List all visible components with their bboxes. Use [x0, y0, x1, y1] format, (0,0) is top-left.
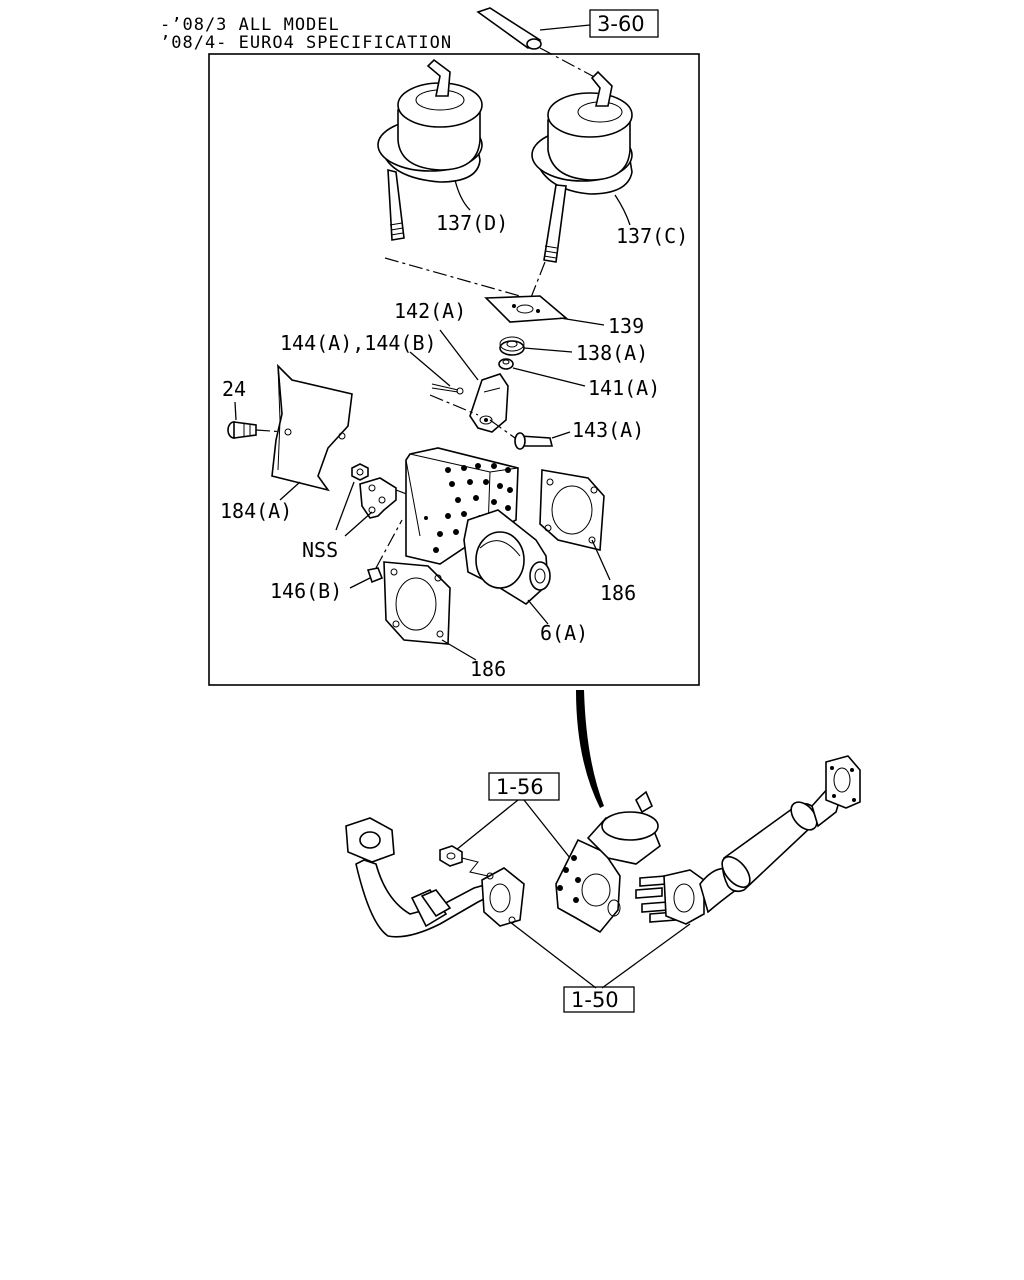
detail-frame	[208, 53, 700, 686]
detail-pointer-arrow	[576, 690, 604, 808]
gasket-186-left	[383, 561, 451, 645]
bolt-143a	[514, 432, 554, 450]
label-138a: 138(A)	[576, 341, 648, 365]
label-146b: 146(B)	[270, 579, 342, 603]
label-137d: 137(D)	[436, 211, 508, 235]
ref-box-1-50[interactable]: 1-50	[563, 986, 635, 1013]
egr-valve-block	[405, 447, 519, 565]
header-line-1: -’08/3 ALL MODEL	[160, 15, 340, 35]
cotter-pin-144	[431, 383, 464, 395]
ref-1-50-label: 1-50	[571, 988, 619, 1012]
egr-flange-6a	[463, 509, 551, 605]
ref-3-60-label: 3-60	[597, 12, 645, 36]
label-6a: 6(A)	[540, 621, 588, 645]
label-139: 139	[608, 314, 644, 338]
label-142a: 142(A)	[394, 299, 466, 323]
egr-valve-assembly	[555, 790, 661, 934]
label-144: 144(A),144(B)	[280, 331, 437, 355]
label-184a: 184(A)	[220, 499, 292, 523]
vacuum-actuator-137c	[531, 70, 633, 263]
nut-1-56	[439, 845, 463, 867]
nut-141a	[498, 358, 514, 370]
vacuum-hose	[476, 7, 601, 81]
nut-nss	[351, 463, 369, 481]
heat-shield-184a	[271, 363, 353, 492]
ref-box-1-56[interactable]: 1-56	[488, 772, 560, 801]
nut-138a	[499, 336, 525, 356]
header-line-2: ’08/4- EURO4 SPECIFICATION	[160, 33, 452, 53]
egr-pipe-left	[345, 817, 491, 938]
lever-142a	[469, 373, 509, 433]
label-24: 24	[222, 377, 246, 401]
gasket-186-right	[539, 469, 605, 551]
pipe-flange-middle	[481, 867, 525, 927]
pipe-flange-right	[663, 869, 705, 925]
label-137c: 137(C)	[616, 224, 688, 248]
ref-box-3-60[interactable]: 3-60	[589, 9, 659, 38]
bolt-146b	[366, 519, 403, 584]
label-141a: 141(A)	[588, 376, 660, 400]
label-186-right: 186	[600, 581, 636, 605]
egr-cooler	[699, 755, 861, 914]
label-143a: 143(A)	[572, 418, 644, 442]
gasket-plate-139	[484, 295, 569, 323]
bracket-nss	[359, 477, 397, 519]
ref-1-56-label: 1-56	[496, 775, 544, 799]
block-bolt-holes	[424, 463, 513, 553]
label-nss: NSS	[302, 538, 338, 562]
label-186-left: 186	[470, 657, 506, 681]
vacuum-actuator-137d	[377, 58, 483, 241]
screw-24	[227, 421, 257, 439]
